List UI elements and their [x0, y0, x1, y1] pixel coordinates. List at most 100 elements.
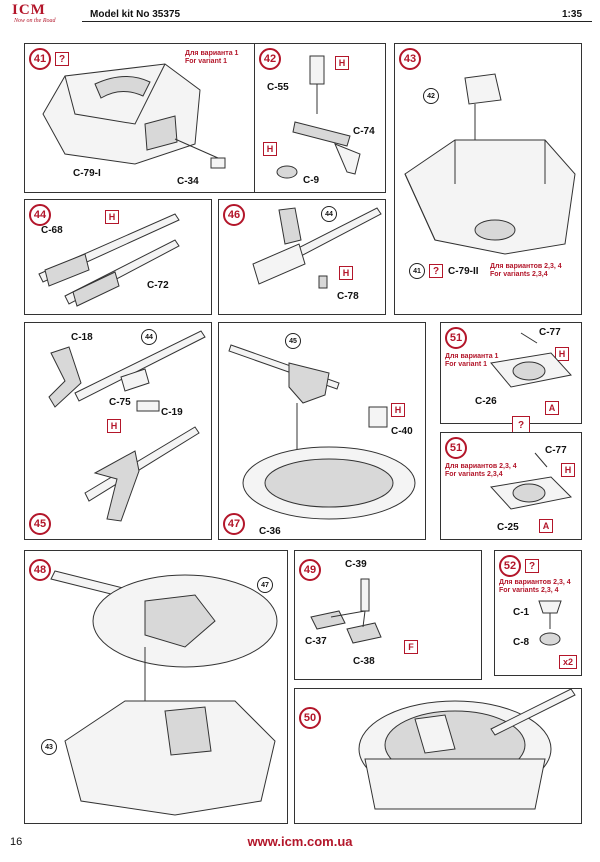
- reference-step: 42: [423, 88, 439, 104]
- step-42-panel: 42 H H C-55 C-74 C-9: [254, 43, 386, 193]
- part-label: C-34: [177, 176, 199, 187]
- final-turret-drawing: [358, 688, 576, 810]
- turret-basket-drawing: [404, 73, 576, 255]
- part-label: C-39: [345, 559, 367, 570]
- tag-h: H: [561, 463, 575, 477]
- step-number-badge: 42: [259, 48, 281, 70]
- step-51-variant1-panel: 51 C-77 Для варианта 1 For variant 1 H C…: [440, 322, 582, 424]
- gun-cradle-drawing: [48, 330, 206, 522]
- part-label: C-75: [109, 397, 131, 408]
- page-header: ICM Now on the Road Model kit No 35375 1…: [0, 0, 600, 26]
- part-label: C-74: [353, 126, 375, 137]
- tag-h: H: [263, 142, 277, 156]
- logo-brand: ICM: [12, 2, 46, 18]
- variant-ru: Для варианта 1: [185, 50, 239, 57]
- periscope-drawing: [538, 600, 562, 646]
- turret-drawing: [42, 63, 226, 169]
- question-box: ?: [525, 559, 539, 573]
- tag-h: H: [391, 403, 405, 417]
- reference-step: 43: [41, 739, 57, 755]
- variant-en: For variant 1: [445, 361, 488, 368]
- tag-a: A: [545, 401, 559, 415]
- tag-h: H: [335, 56, 349, 70]
- step-number-badge: 50: [299, 707, 321, 729]
- variant-ru: Для вариантов 2,3, 4: [499, 579, 571, 586]
- part-label: C-68: [41, 225, 63, 236]
- part-label: C-79-II: [448, 266, 479, 277]
- website-url[interactable]: www.icm.com.ua: [247, 834, 353, 849]
- part-label: C-72: [147, 280, 169, 291]
- part-label: C-77: [545, 445, 567, 456]
- question-box: ?: [429, 264, 443, 278]
- step-number-badge: 47: [223, 513, 245, 535]
- question-box: ?: [55, 52, 69, 66]
- step-52-panel: 52 ? Для вариантов 2,3, 4 For variants 2…: [494, 550, 582, 676]
- part-label: C-19: [161, 407, 183, 418]
- part-label: C-40: [391, 426, 413, 437]
- step-number-badge: 49: [299, 559, 321, 581]
- part-label: C-37: [305, 636, 327, 647]
- step-49-panel: 49 C-39 C-37 C-38: [294, 550, 482, 680]
- part-label: C-36: [259, 526, 281, 537]
- part-label: C-79-I: [73, 168, 101, 179]
- variant-en: For variants 2,3,4: [490, 271, 548, 278]
- step-47-panel: 45 H C-40 47 C-36: [218, 322, 426, 540]
- step-51-variant234-panel: 51 C-77 Для вариантов 2,3, 4 For variant…: [440, 432, 582, 540]
- tag-h: H: [105, 210, 119, 224]
- part-label: C-26: [475, 396, 497, 407]
- part-label: C-18: [71, 332, 93, 343]
- page-number: 16: [10, 836, 23, 848]
- variant-ru: Для варианта 1: [445, 353, 499, 360]
- hatch-drawing: [490, 332, 572, 388]
- step-44-panel: 44 H C-68 C-72: [24, 199, 212, 315]
- quantity-badge: x2: [559, 655, 577, 669]
- seat-drawing: [310, 578, 382, 644]
- turret-ring-drawing: [228, 344, 416, 520]
- part-label: C-1: [513, 607, 530, 618]
- step-number-badge: 44: [29, 204, 51, 226]
- step-number-badge: 45: [29, 513, 51, 535]
- tag-h: H: [107, 419, 121, 433]
- variant-en: For variants 2,3, 4: [499, 587, 559, 594]
- tag-f: F: [404, 640, 418, 654]
- step-number-badge: 41: [29, 48, 51, 70]
- step-45-panel: 44 H C-18 C-75 C-19 45: [24, 322, 212, 540]
- step-41-panel: 41 ? Для варианта 1 For variant 1 C-79-I…: [24, 43, 255, 193]
- step-number-badge: 48: [29, 559, 51, 581]
- step-50-panel: 50: [294, 688, 582, 824]
- gun-drawing: [38, 213, 180, 307]
- kit-number: Model kit No 35375: [90, 9, 181, 20]
- reference-step: 45: [285, 333, 301, 349]
- scale-label: 1:35: [562, 9, 583, 20]
- step-number-badge: 52: [499, 555, 521, 577]
- part-label: C-38: [353, 656, 375, 667]
- variant-en: For variant 1: [185, 58, 228, 65]
- step-number-badge: 51: [445, 327, 467, 349]
- hatch-drawing: [490, 452, 573, 510]
- reference-step: 44: [141, 329, 157, 345]
- sight-drawing: [276, 55, 361, 179]
- gun-mount-drawing: [252, 207, 382, 289]
- part-label: C-78: [337, 291, 359, 302]
- tag-h: H: [339, 266, 353, 280]
- tag-a: A: [539, 519, 553, 533]
- step-43-panel: 43 42 41 ? C-79-II Для вариантов 2,3, 4 …: [394, 43, 582, 315]
- variant-ru: Для вариантов 2,3, 4: [490, 263, 562, 270]
- part-label: C-77: [539, 327, 561, 338]
- reference-step: 47: [257, 577, 273, 593]
- icm-logo: ICM Now on the Road: [8, 2, 68, 28]
- part-label: C-25: [497, 522, 519, 533]
- step-48-panel: 48 47 43: [24, 550, 288, 824]
- variant-en: For variants 2,3,4: [445, 471, 503, 478]
- turret-assembly-drawing: [50, 570, 278, 816]
- part-label: C-9: [303, 175, 320, 186]
- logo-tagline: Now on the Road: [14, 18, 56, 24]
- reference-step: 44: [321, 206, 337, 222]
- step-number-badge: 43: [399, 48, 421, 70]
- step-number-badge: 51: [445, 437, 467, 459]
- part-label: C-8: [513, 637, 530, 648]
- step-46-panel: 46 44 H C-78: [218, 199, 386, 315]
- tag-h: H: [555, 347, 569, 361]
- step-number-badge: 46: [223, 204, 245, 226]
- variant-ru: Для вариантов 2,3, 4: [445, 463, 517, 470]
